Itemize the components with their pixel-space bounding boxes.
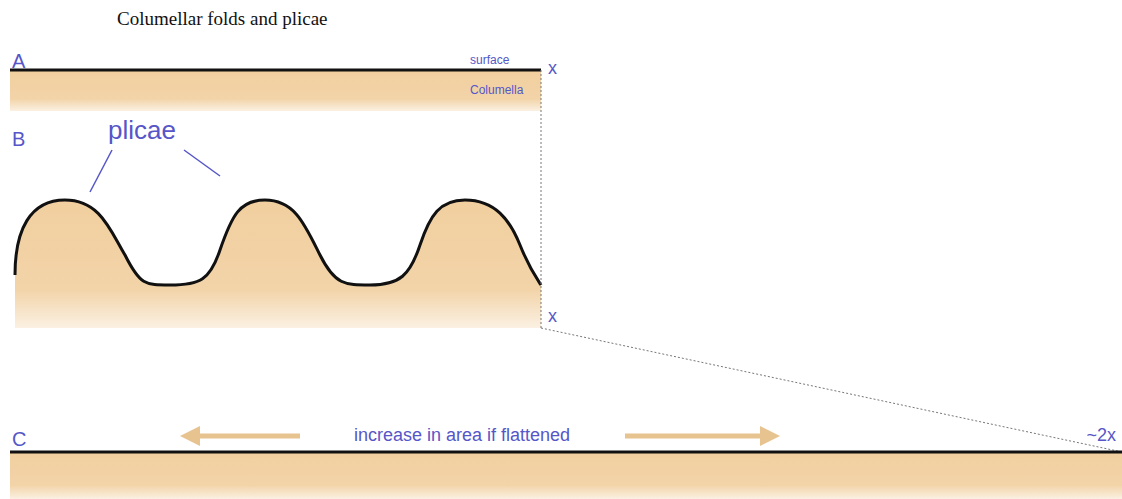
expand-arrow: [190, 434, 300, 439]
part-name: Columella: [470, 84, 523, 97]
folded-columella: [15, 200, 541, 328]
leader-line: [90, 150, 112, 192]
surface-line: [10, 69, 541, 72]
dimension-label: x: [548, 307, 557, 327]
part-name: plicae: [108, 116, 176, 145]
flattened-surface: [10, 451, 1122, 454]
panel-letter: C: [12, 428, 26, 450]
leader-line: [184, 150, 220, 176]
guide-line: [541, 328, 1122, 452]
panel-letter: B: [12, 128, 25, 150]
panel-letter: A: [12, 50, 25, 72]
flattened-columella: [10, 453, 1122, 499]
part-name: surface: [470, 54, 509, 67]
dimension-label: x: [548, 59, 557, 79]
folded-surface: [15, 200, 541, 285]
columella-band: [10, 71, 541, 111]
guide-line: [541, 70, 542, 328]
diagram-title: Columellar folds and plicae: [117, 8, 328, 30]
dimension-label: ~2x: [1086, 426, 1116, 446]
note-label: increase in area if flattened: [350, 426, 574, 446]
expand-arrow: [625, 434, 770, 439]
